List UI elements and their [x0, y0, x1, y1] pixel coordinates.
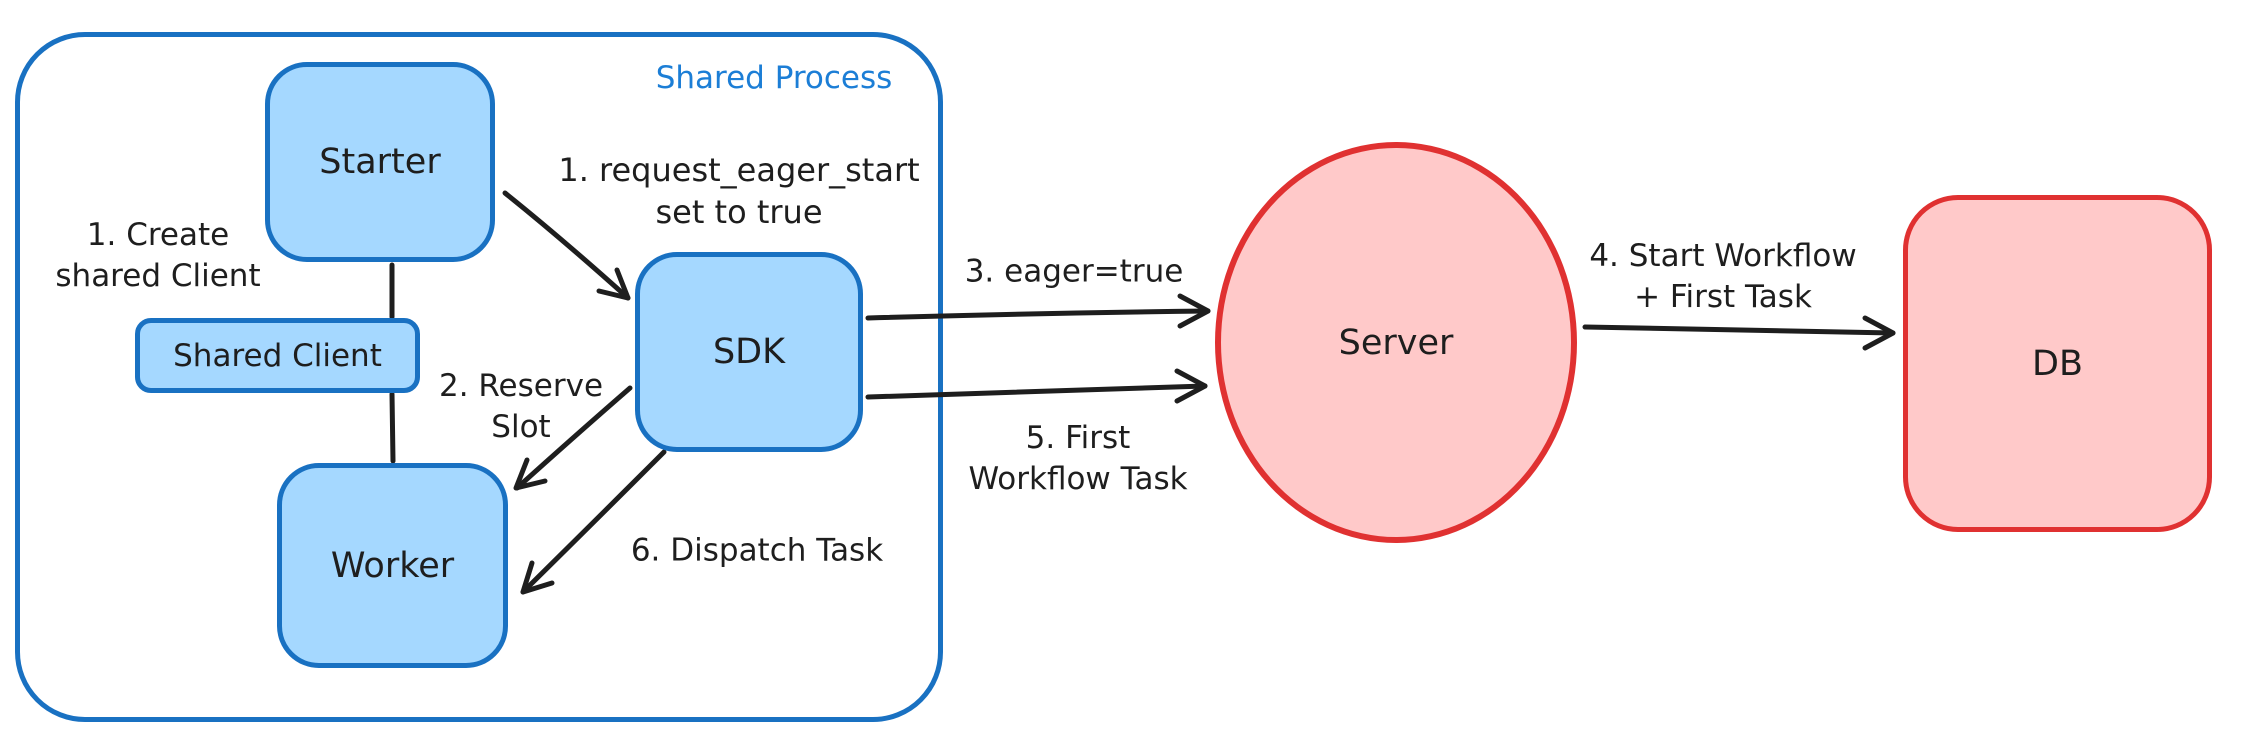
- worker-node: Worker: [277, 463, 508, 668]
- annotation-dispatch-task: 6. Dispatch Task: [631, 531, 883, 572]
- annotation-create-shared-client: 1. Create shared Client: [55, 215, 260, 297]
- server-node: Server: [1215, 142, 1577, 543]
- shared-process-label: Shared Process: [655, 60, 893, 96]
- arrowhead-sdk-to-server-first-task: [1174, 368, 1208, 404]
- arrow-server-to-db: [1582, 324, 1896, 336]
- shared-client-label: Shared Client: [173, 337, 382, 374]
- annotation-eager-true-line1: 3. eager=true: [964, 253, 1184, 290]
- annotation-create-shared-client-line2: shared Client: [55, 258, 261, 294]
- sdk-label: SDK: [712, 332, 786, 372]
- starter-node: Starter: [265, 62, 495, 262]
- worker-label: Worker: [330, 545, 455, 586]
- annotation-reserve-slot: 2. Reserve Slot: [439, 366, 603, 448]
- starter-label: Starter: [319, 142, 441, 182]
- annotation-request-eager-start-line2: set to true: [655, 193, 823, 231]
- server-label: Server: [1338, 322, 1454, 363]
- annotation-first-workflow-task: 5. First Workflow Task: [968, 418, 1187, 500]
- shared-client-node: Shared Client: [135, 318, 420, 393]
- annotation-first-workflow-task-line1: 5. First: [1025, 420, 1131, 457]
- annotation-start-workflow-line1: 4. Start Workflow: [1589, 238, 1857, 275]
- annotation-request-eager-start: 1. request_eager_start set to true: [558, 149, 919, 233]
- shared-process-container: [15, 32, 943, 722]
- annotation-start-workflow-line2: + First Task: [1634, 279, 1812, 315]
- annotation-first-workflow-task-line2: Workflow Task: [968, 461, 1188, 497]
- annotation-request-eager-start-line1: 1. request_eager_start: [558, 150, 920, 189]
- annotation-create-shared-client-line1: 1. Create: [86, 217, 230, 254]
- sdk-node: SDK: [635, 252, 863, 452]
- arrowhead-sdk-to-server-eager: [1177, 293, 1211, 329]
- db-label: DB: [2032, 343, 2083, 384]
- annotation-eager-true: 3. eager=true: [965, 252, 1184, 293]
- db-node: DB: [1903, 195, 2212, 532]
- annotation-reserve-slot-line2: Slot: [491, 409, 551, 445]
- annotation-start-workflow: 4. Start Workflow + First Task: [1589, 236, 1856, 318]
- arrowhead-server-to-db: [1862, 315, 1896, 351]
- annotation-dispatch-task-line1: 6. Dispatch Task: [630, 532, 884, 569]
- annotation-reserve-slot-line1: 2. Reserve: [438, 368, 604, 405]
